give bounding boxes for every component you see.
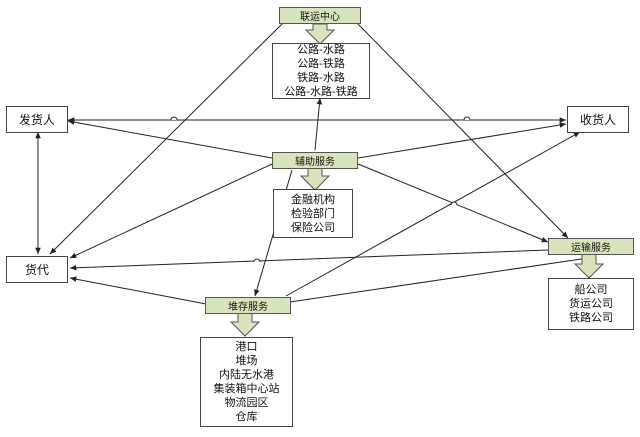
edge-transport-forwarder — [69, 249, 549, 271]
shipper-label: 发货人 — [18, 113, 55, 127]
edge-auxiliary-multimodal — [314, 97, 323, 151]
forwarder-node: 货代 — [6, 256, 68, 283]
arrow-auxiliary-down — [299, 167, 331, 191]
list-item: 铁路-水路 — [297, 71, 345, 84]
storage-hub-label: 堆存服务 — [228, 302, 268, 313]
arrow-transport-down — [573, 253, 605, 279]
multimodal-hub-label: 联运中心 — [300, 12, 340, 23]
edge-auxiliary-forwarder — [69, 163, 273, 259]
transport-list: 船公司 货运公司 铁路公司 — [548, 278, 634, 330]
consignee-label: 收货人 — [579, 113, 616, 127]
list-item: 集装箱中心站 — [213, 382, 280, 395]
multimodal-hub: 联运中心 — [279, 7, 361, 24]
transport-hub-label: 运输服务 — [571, 243, 611, 254]
auxiliary-hub: 辅助服务 — [272, 152, 358, 169]
list-item: 保险公司 — [291, 220, 335, 234]
list-item: 检验部门 — [291, 206, 335, 220]
edge-auxiliary-shipper — [67, 119, 273, 159]
list-item: 港口 — [235, 340, 258, 353]
list-item: 铁路公司 — [569, 311, 613, 324]
list-item: 公路-铁路 — [297, 57, 345, 70]
multimodal-list: 公路-水路 公路-铁路 铁路-水路 公路-水路-铁路 — [272, 43, 370, 99]
forwarder-label: 货代 — [24, 263, 49, 277]
shipper-node: 发货人 — [6, 106, 68, 133]
storage-hub: 堆存服务 — [205, 297, 291, 314]
storage-list: 港口 堆场 内陆无水港 集装箱中心站 物流园区 仓库 — [200, 337, 293, 427]
list-item: 货运公司 — [569, 297, 613, 310]
list-item: 堆场 — [235, 354, 258, 367]
list-item: 公路-水路-铁路 — [284, 85, 358, 98]
edge-storage-forwarder — [69, 276, 207, 305]
auxiliary-list: 金融机构 检验部门 保险公司 — [273, 189, 353, 238]
arrow-storage-down — [229, 311, 261, 337]
consignee-node: 收货人 — [567, 106, 629, 133]
transport-hub: 运输服务 — [548, 238, 634, 255]
edge-storage-transport — [289, 256, 589, 303]
list-item: 船公司 — [574, 283, 608, 296]
list-item: 公路-水路 — [297, 43, 345, 56]
list-item: 金融机构 — [291, 192, 335, 206]
edge-storage-consignee — [285, 131, 581, 297]
edge-multimodal-transport — [357, 23, 569, 239]
edge-auxiliary-consignee — [357, 122, 567, 159]
list-item: 仓库 — [235, 410, 258, 423]
list-item: 内陆无水港 — [219, 368, 274, 381]
auxiliary-hub-label: 辅助服务 — [295, 157, 335, 168]
list-item: 物流园区 — [224, 396, 269, 409]
arrow-multimodal-down — [304, 23, 336, 45]
